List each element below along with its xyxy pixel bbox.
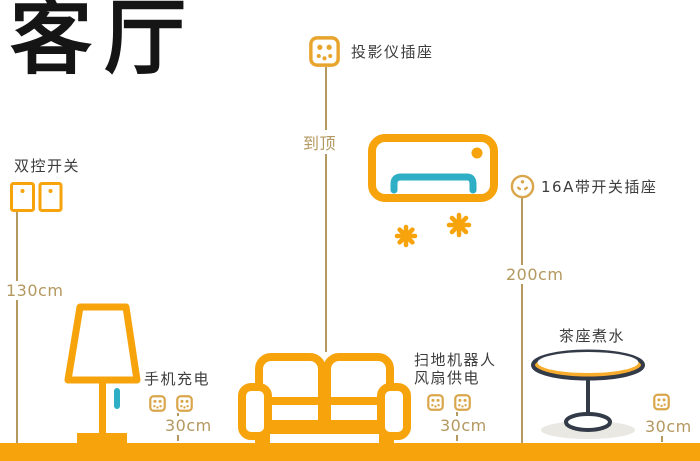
robot-height-tick: [456, 412, 458, 417]
robot-socket-icon: [454, 394, 471, 411]
projector-socket-label: 投影仪插座: [351, 43, 434, 61]
table-lamp-illustration: [64, 303, 141, 443]
tea-table-label: 茶座煮水: [559, 327, 626, 345]
double-switch-icon: [10, 182, 63, 212]
phone-height-tick: [177, 433, 179, 441]
page-title: 客厅: [10, 0, 199, 86]
floor-bar: [0, 443, 700, 461]
phone-height-label: 30cm: [162, 416, 215, 435]
robot-height-tick: [456, 433, 458, 441]
phone-height-tick: [177, 413, 179, 418]
sofa-illustration: [238, 353, 411, 443]
robot-socket-icon: [427, 394, 444, 411]
projector-height-label: 到顶: [300, 130, 340, 154]
projector-height-line: [325, 67, 327, 352]
tea-socket-icon: [653, 393, 670, 411]
switch-height-label: 130cm: [3, 281, 67, 300]
air-conditioner-illustration: [368, 134, 498, 248]
switch-height-line: [16, 212, 18, 443]
robot-fan-label-line2: 风扇供电: [414, 369, 481, 387]
16a-height-line: [521, 197, 523, 443]
double-switch-label: 双控开关: [14, 157, 81, 175]
phone-charging-label: 手机充电: [144, 370, 211, 388]
phone-socket-icon: [176, 395, 193, 412]
snowflake-icon: [446, 212, 472, 238]
robot-height-label: 30cm: [437, 416, 490, 435]
16a-socket-label: 16A带开关插座: [541, 178, 658, 196]
tea-table-illustration: [531, 349, 645, 439]
lamp-cord-switch: [114, 388, 120, 409]
tea-height-tick: [661, 434, 663, 442]
16a-socket-icon: [510, 174, 535, 199]
ac-indicator-light: [471, 147, 483, 159]
projector-socket-icon: [309, 36, 340, 67]
16a-height-label: 200cm: [503, 265, 567, 284]
ac-vent: [390, 173, 477, 194]
robot-fan-label-line1: 扫地机器人: [414, 351, 497, 369]
phone-socket-icon: [149, 395, 166, 412]
tea-height-label: 30cm: [642, 417, 695, 436]
snowflake-icon: [394, 224, 418, 248]
